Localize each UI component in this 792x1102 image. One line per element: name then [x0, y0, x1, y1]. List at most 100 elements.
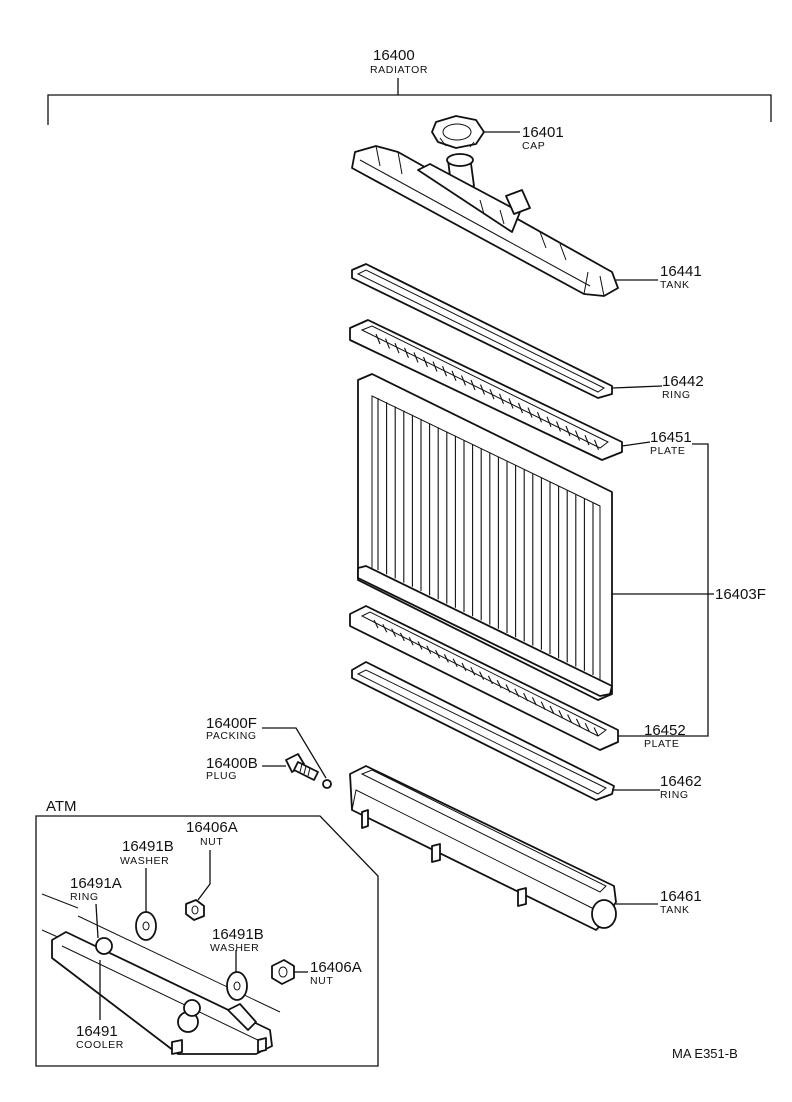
lower-plate-slot [461, 662, 467, 672]
radiator-bracket [47, 78, 772, 125]
lower-plate-part-name: PLATE [644, 738, 679, 750]
lower-plate-slot [417, 641, 423, 650]
plug-part-name: PLUG [206, 770, 237, 782]
upper-plate-slot [403, 347, 410, 359]
lower-plate-slot [452, 658, 458, 667]
washer-1-part-number: 16491B [122, 838, 174, 855]
upper-plate-slot [451, 370, 457, 382]
washer-1-drawing [135, 911, 157, 941]
washer-1-part-name: WASHER [120, 855, 169, 867]
radiator-part-name: RADIATOR [370, 64, 428, 76]
upper-plate-part-name: PLATE [650, 445, 685, 457]
upper-tank-part-name: TANK [660, 279, 690, 291]
upper-ring-part-name: RING [662, 389, 691, 401]
upper-plate-slot [536, 411, 543, 423]
upper-plate-slot [375, 333, 381, 345]
upper-plate-drawing [349, 319, 623, 461]
lower-tank-drawing [349, 765, 617, 931]
lower-plate-slot [558, 710, 564, 719]
nut-2-part-name: NUT [310, 975, 333, 987]
nut-2-part-number: 16406A [310, 959, 362, 976]
upper-plate-slot [394, 342, 400, 354]
cap-part-name: CAP [522, 140, 545, 152]
upper-plate-slot [517, 402, 524, 414]
upper-plate-slot [508, 398, 514, 409]
lower-plate-slot [531, 697, 537, 706]
upper-plate-slot [565, 425, 571, 437]
atm-frame [35, 815, 379, 1067]
drain-plug-drawing [285, 753, 319, 781]
lower-plate-slot [443, 654, 449, 663]
upper-plate-slot [460, 375, 467, 386]
ring-part-number: 16491A [70, 875, 122, 892]
lower-plate-slot [426, 645, 432, 655]
lower-plate-slot [523, 692, 529, 702]
upper-plate-slot [432, 361, 438, 372]
upper-tank-part-number: 16441 [660, 263, 702, 280]
lower-plate-slot [496, 679, 502, 689]
lower-plate-slot [505, 684, 511, 693]
washer-2-drawing [226, 971, 248, 1001]
upper-plate-slot [546, 416, 552, 428]
radiator-core-drawing [357, 373, 613, 701]
cooler-part-number: 16491 [76, 1023, 118, 1040]
atm-label: ATM [46, 798, 77, 815]
lower-plate-slot [514, 688, 520, 698]
lower-plate-drawing [349, 605, 619, 751]
washer-2-part-number: 16491B [212, 926, 264, 943]
cap-part-number: 16401 [522, 124, 564, 141]
lower-plate-slot [575, 718, 581, 728]
lower-plate-slot [549, 705, 555, 715]
core-bracket [612, 443, 714, 737]
lower-ring-drawing [351, 661, 615, 801]
lower-plate-slot [540, 701, 546, 710]
upper-plate-slot [470, 379, 476, 391]
cooler-part-name: COOLER [76, 1039, 124, 1051]
upper-plate-slot [584, 434, 590, 446]
upper-plate-slot [479, 384, 486, 395]
upper-plate-slot [441, 365, 448, 377]
lower-plate-slot [584, 722, 590, 732]
washer-2-part-name: WASHER [210, 942, 259, 954]
lower-plate-slot [391, 628, 397, 637]
upper-plate-slot [593, 439, 600, 451]
lower-plate-part-number: 16452 [644, 722, 686, 739]
lower-ring-part-name: RING [660, 789, 689, 801]
lower-plate-slot [373, 619, 379, 629]
upper-plate-slot [527, 407, 533, 418]
upper-ring-part-number: 16442 [662, 373, 704, 390]
core-part-number: 16403F [715, 586, 766, 603]
radiator-cap-drawing [431, 115, 485, 149]
upper-plate-slot [574, 430, 581, 441]
lower-plate-slot [479, 671, 485, 680]
packing-part-number: 16400F [206, 715, 257, 732]
upper-plate-slot [555, 421, 562, 432]
figure-code: MA E351-B [672, 1046, 738, 1061]
packing-o-ring [322, 779, 332, 789]
lower-plate-slot [435, 649, 441, 659]
lower-plate-slot [470, 667, 476, 676]
nut-1-part-number: 16406A [186, 819, 238, 836]
lower-plate-slot [408, 636, 414, 646]
ring-part-name: RING [70, 891, 99, 903]
plug-part-number: 16400B [206, 755, 258, 772]
upper-plate-part-number: 16451 [650, 429, 692, 446]
nut-1-part-name: NUT [200, 836, 223, 848]
upper-plate-slot [422, 356, 429, 368]
lower-plate-slot [567, 714, 573, 723]
lower-plate-slot [399, 632, 405, 642]
lower-ring-part-number: 16462 [660, 773, 702, 790]
packing-part-name: PACKING [206, 730, 257, 742]
radiator-part-number: 16400 [373, 47, 415, 64]
upper-plate-slot [498, 393, 505, 405]
upper-ring-drawing [351, 263, 613, 399]
upper-plate-slot [489, 388, 495, 400]
lower-tank-part-name: TANK [660, 904, 690, 916]
lower-plate-slot [382, 624, 388, 633]
upper-tank-drawing [351, 145, 619, 297]
nut-1-drawing [185, 899, 205, 921]
oil-cooler-drawing [41, 893, 281, 1055]
nut-2-drawing [271, 959, 295, 985]
